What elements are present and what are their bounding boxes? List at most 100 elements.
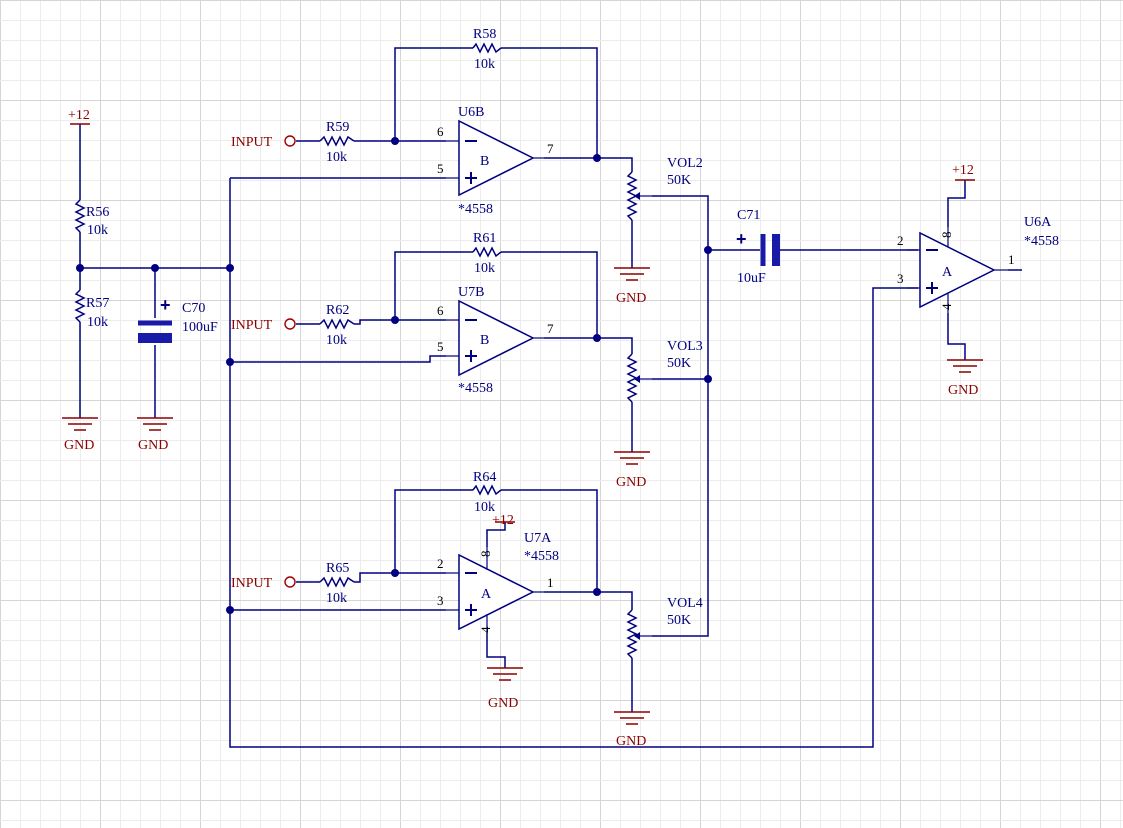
resistor-r58-ref: R58 (473, 27, 496, 42)
resistor-r65-value: 10k (326, 591, 347, 606)
gnd-6[interactable]: GND (614, 711, 650, 749)
port-input-3-label: INPUT (231, 576, 273, 591)
resistor-r59-value: 10k (326, 150, 347, 165)
pot-vol4-value: 50K (667, 613, 691, 628)
gnd-4[interactable]: GND (614, 451, 650, 490)
resistor-r57[interactable]: R57 10k (74, 289, 109, 330)
opamp-u7a-pin-gnd: 4 (478, 626, 493, 633)
capacitor-c71-polarity: + (736, 229, 747, 249)
port-input-3[interactable]: INPUT (231, 576, 296, 591)
resistor-r56-value: 10k (87, 223, 108, 238)
wires (79, 47, 1022, 748)
opamp-u6a-pin-plus: 3 (897, 271, 904, 286)
resistor-r62-ref: R62 (326, 303, 349, 318)
pot-vol4-ref: VOL4 (667, 596, 703, 611)
resistor-r65-ref: R65 (326, 561, 349, 576)
capacitor-c70-value: 100uF (182, 320, 218, 335)
pot-vol2[interactable]: VOL2 50K (626, 156, 703, 221)
capacitor-c71-ref: C71 (737, 208, 760, 223)
opamp-u7a-value: *4558 (524, 549, 559, 564)
opamp-u6a-pin-gnd: 4 (939, 303, 954, 310)
resistor-r62[interactable]: R62 10k (319, 303, 355, 348)
opamp-u6a[interactable]: A 2 3 1 8 4 U6A *4558 (897, 215, 1059, 313)
opamp-u7a-pin-out: 1 (547, 575, 554, 590)
opamp-u6a-pin-out: 1 (1008, 252, 1015, 267)
junctions (76, 137, 712, 614)
opamp-u6b-unit: B (480, 154, 489, 169)
gnd-6-label: GND (616, 734, 646, 749)
pot-vol3-ref: VOL3 (667, 339, 703, 354)
resistor-r58-value: 10k (474, 57, 495, 72)
capacitor-c70[interactable]: + C70 100uF (138, 295, 218, 343)
power-vcc-2-label: +12 (492, 513, 514, 528)
opamp-u7b-pin-plus: 5 (437, 339, 444, 354)
gnd-4-label: GND (616, 475, 646, 490)
opamp-u6b-pin-out: 7 (547, 141, 554, 156)
pot-vol3[interactable]: VOL3 50K (626, 339, 703, 403)
opamp-u6b[interactable]: B 6 5 7 U6B *4558 (437, 105, 554, 217)
opamp-u6b-pin-plus: 5 (437, 161, 444, 176)
pot-vol2-ref: VOL2 (667, 156, 703, 171)
resistor-r61-ref: R61 (473, 231, 496, 246)
resistor-r57-value: 10k (87, 315, 108, 330)
opamp-u7b[interactable]: B 6 5 7 U7B *4558 (437, 285, 554, 396)
gnd-7[interactable]: GND (947, 359, 983, 398)
port-input-2-label: INPUT (231, 318, 273, 333)
opamp-u7a-ref: U7A (524, 531, 552, 546)
pot-vol3-value: 50K (667, 356, 691, 371)
resistor-r65[interactable]: R65 10k (319, 561, 355, 606)
capacitor-c70-ref: C70 (182, 301, 205, 316)
resistor-r62-value: 10k (326, 333, 347, 348)
resistor-r57-ref: R57 (86, 296, 109, 311)
power-vcc-3[interactable]: +12 (952, 163, 975, 181)
opamp-u7b-value: *4558 (458, 381, 493, 396)
port-input-1[interactable]: INPUT (231, 135, 296, 150)
opamp-u6b-pin-minus: 6 (437, 124, 444, 139)
resistor-r61-value: 10k (474, 261, 495, 276)
capacitor-c71[interactable]: + C71 10uF (736, 208, 780, 286)
opamp-u6a-value: *4558 (1024, 234, 1059, 249)
gnd-5-label: GND (488, 696, 518, 711)
opamp-u6b-value: *4558 (458, 202, 493, 217)
power-vcc-1-label: +12 (68, 108, 90, 123)
gnd-2[interactable]: GND (137, 417, 173, 453)
opamp-u7b-pin-out: 7 (547, 321, 554, 336)
resistor-r61[interactable]: R61 10k (472, 231, 502, 276)
opamp-u6a-pin-vcc: 8 (939, 232, 954, 239)
pot-vol4[interactable]: VOL4 50K (626, 596, 703, 659)
gnd-1-label: GND (64, 438, 94, 453)
capacitor-c71-value: 10uF (737, 271, 766, 286)
opamp-u7a-pin-plus: 3 (437, 593, 444, 608)
opamp-u7a-pin-minus: 2 (437, 556, 444, 571)
opamp-u6a-pin-minus: 2 (897, 233, 904, 248)
opamp-u6b-ref: U6B (458, 105, 484, 120)
resistor-r59-ref: R59 (326, 120, 349, 135)
power-vcc-3-label: +12 (952, 163, 974, 178)
resistor-r56-ref: R56 (86, 205, 109, 220)
resistor-r56[interactable]: R56 10k (74, 199, 109, 238)
opamp-u7a-pin-vcc: 8 (478, 551, 493, 558)
capacitor-c70-polarity: + (160, 295, 171, 315)
gnd-1[interactable]: GND (62, 417, 98, 453)
resistor-r59[interactable]: R59 10k (319, 120, 355, 165)
power-vcc-2[interactable]: +12 (492, 513, 515, 528)
opamp-u7a[interactable]: A 2 3 1 8 4 U7A *4558 (437, 531, 559, 633)
opamp-u7a-unit: A (481, 587, 492, 602)
resistor-r64-ref: R64 (473, 470, 496, 485)
opamp-u7b-pin-minus: 6 (437, 303, 444, 318)
opamp-u7b-ref: U7B (458, 285, 484, 300)
gnd-3-label: GND (616, 291, 646, 306)
gnd-7-label: GND (948, 383, 978, 398)
opamp-u6a-ref: U6A (1024, 215, 1052, 230)
opamp-u7b-unit: B (480, 333, 489, 348)
gnd-5[interactable]: GND (487, 667, 523, 711)
port-input-2[interactable]: INPUT (231, 318, 296, 333)
port-input-1-label: INPUT (231, 135, 273, 150)
resistor-r64[interactable]: R64 10k (472, 470, 502, 515)
power-vcc-1[interactable]: +12 (68, 108, 90, 125)
gnd-3[interactable]: GND (614, 267, 650, 306)
pot-vol2-value: 50K (667, 173, 691, 188)
resistor-r58[interactable]: R58 10k (472, 27, 502, 72)
